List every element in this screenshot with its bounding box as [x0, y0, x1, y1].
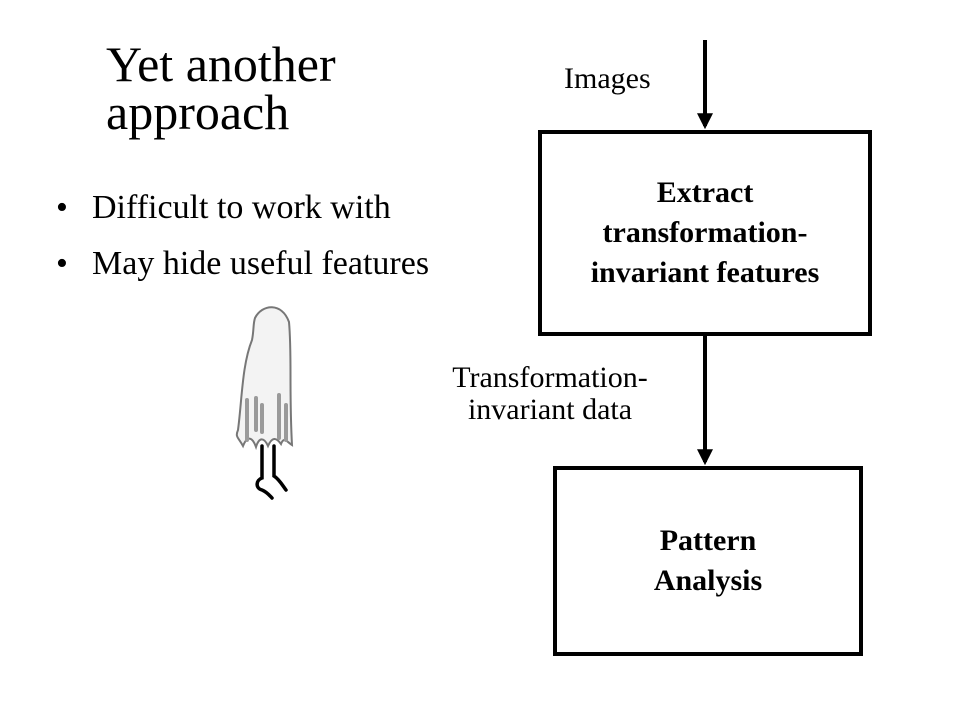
- analysis-box-line-2: Analysis: [653, 564, 763, 597]
- bullet-item: • May hide useful features: [56, 242, 429, 298]
- bullet-point: •: [56, 245, 68, 282]
- edge-label-line-1: Transformation-: [452, 361, 648, 394]
- bullet-point: •: [56, 189, 68, 226]
- extract-features-box: Extract transformation- invariant featur…: [538, 130, 872, 336]
- input-label: Images: [564, 62, 651, 95]
- title-line-2: approach: [106, 84, 290, 140]
- extract-box-line-3: invariant features: [590, 256, 820, 289]
- pattern-analysis-box: Pattern Analysis: [553, 466, 863, 656]
- bullet-item: • Difficult to work with: [56, 186, 429, 242]
- slide-title: Yet another approach: [106, 36, 336, 140]
- bullet-text: Difficult to work with: [92, 189, 391, 226]
- edge-label-line-2: invariant data: [467, 393, 633, 426]
- ghost-figure-icon: [235, 306, 294, 500]
- edge-label: Transformation- invariant data: [410, 362, 690, 426]
- extract-box-line-1: Extract: [656, 176, 754, 209]
- bullet-list: • Difficult to work with • May hide usef…: [56, 186, 429, 298]
- extract-box-line-2: transformation-: [602, 216, 808, 249]
- title-line-1: Yet another: [106, 36, 336, 92]
- analysis-box-line-1: Pattern: [659, 524, 757, 557]
- bullet-text: May hide useful features: [92, 245, 430, 282]
